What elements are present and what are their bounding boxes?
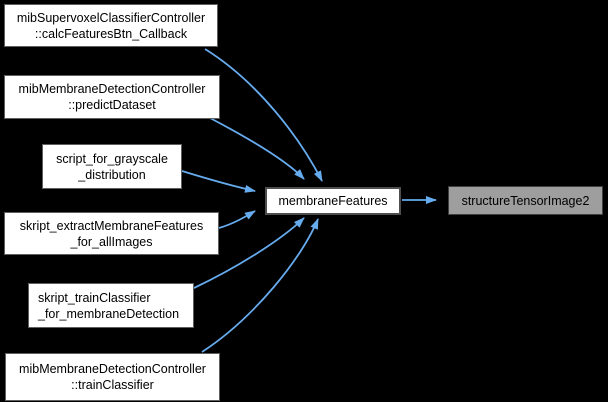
node-skript-extractMembraneFeatures[interactable]: skript_extractMembraneFeatures _for_allI… [4,212,219,255]
node-script-for-grayscale-distribution[interactable]: script_for_grayscale _distribution [42,144,182,189]
edge-calcFeaturesBtn-to-membraneFeatures-arrow [204,48,323,182]
node-trainClassifier[interactable]: mibMembraneDetectionController ::trainCl… [5,353,220,401]
node-calcFeaturesBtn-Callback[interactable]: mibSupervoxelClassifierController ::calc… [4,4,218,47]
edge-grayscale-to-membraneFeatures-arrow [181,170,256,193]
node-label-line: skript_trainClassifier [38,290,151,305]
edge-trainClassifierScript-to-membraneFeatures-arrow [193,217,305,289]
node-skript-trainClassifier[interactable]: skript_trainClassifier _for_membraneDete… [28,283,194,328]
node-label-line: ::calcFeaturesBtn_Callback [34,26,188,41]
node-structureTensorImage2[interactable]: structureTensorImage2 [448,186,603,215]
node-label-line: ::trainClassifier [71,378,154,392]
node-label-line: mibMembraneDetectionController [19,362,206,376]
node-label-line: ::predictDataset [68,98,156,112]
edge-trainClassifier-to-membraneFeatures-arrow [201,218,319,353]
node-membraneFeatures[interactable]: membraneFeatures [265,187,401,215]
node-label-line: _distribution [78,167,146,182]
node-label-line: structureTensorImage2 [461,193,590,208]
edge-predictDataset-to-membraneFeatures-arrow [209,117,305,180]
node-label-line: mibSupervoxelClassifierController [16,10,206,25]
edge-extractMembraneFeatures-to-membraneFeatures-arrow [218,210,256,229]
node-label-line: membraneFeatures [278,194,388,208]
node-predictDataset[interactable]: mibMembraneDetectionController ::predict… [4,75,220,119]
node-label-line: _for_membraneDetection [38,306,180,321]
node-label-line: script_for_grayscale [56,151,168,166]
node-label-line: mibMembraneDetectionController [18,82,206,96]
node-label-line: _for_allImages [70,234,153,249]
node-label-line: skript_extractMembraneFeatures [19,218,204,233]
